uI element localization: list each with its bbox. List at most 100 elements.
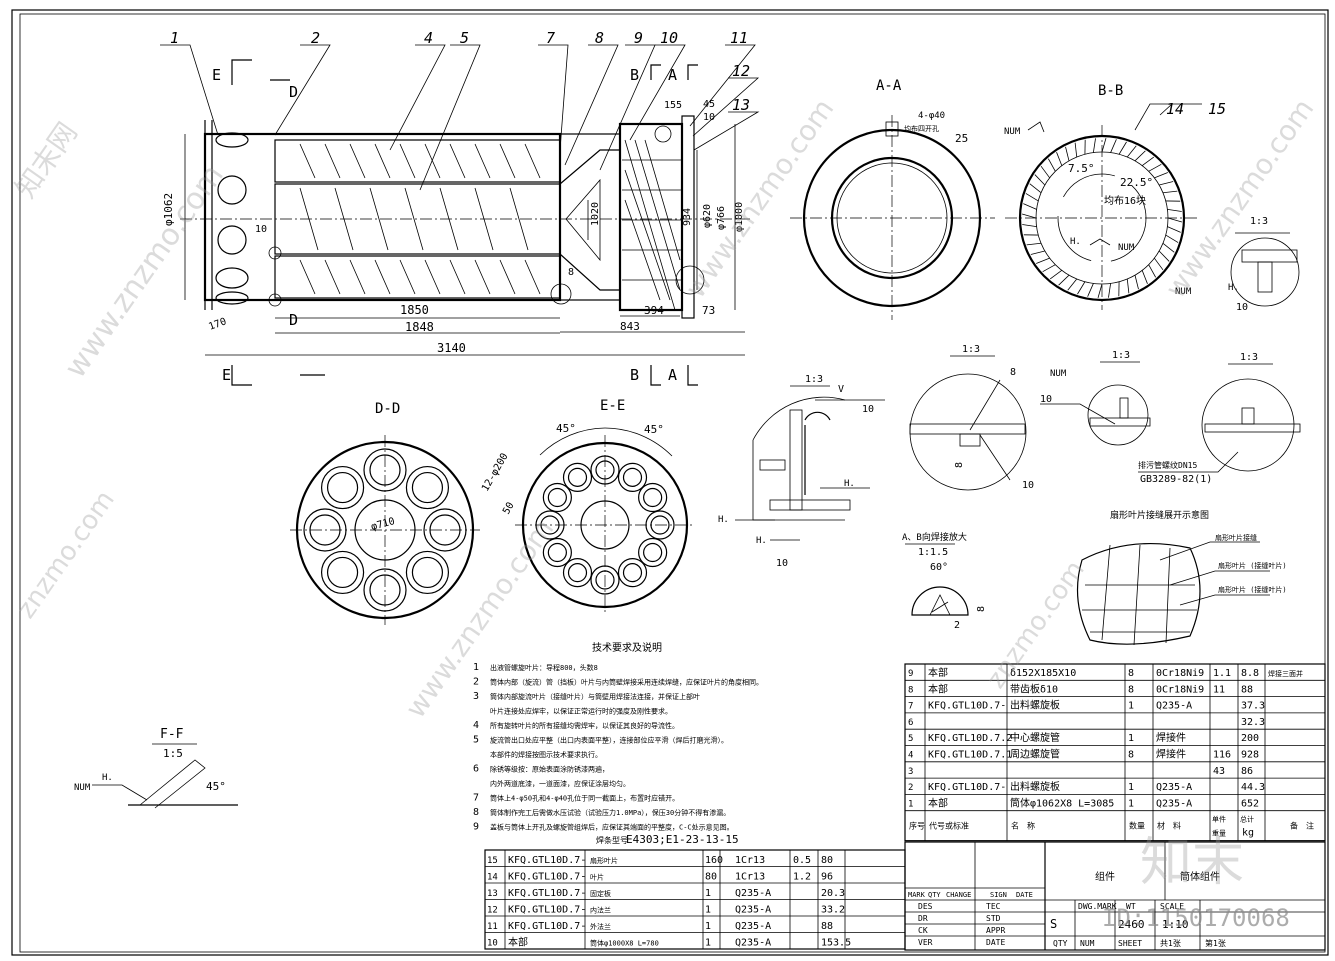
bom-upper-cell-w2: 44.3 <box>1241 782 1265 793</box>
ee-angle-45b: 45° <box>644 423 664 436</box>
tb-date: DATE <box>1016 891 1033 899</box>
bom-upper-cell-qty: 1 <box>1128 733 1134 744</box>
tb-qty: QTY <box>928 891 941 899</box>
bom-upper-cell-w2: 928 <box>1241 750 1259 761</box>
detail-weld-circle-1: 1:3 8 NUM 8 10 <box>909 344 1067 491</box>
dd-tube-inner <box>326 471 359 504</box>
fan-note: 扇形叶片接缝展开示意图 <box>1110 509 1209 521</box>
balloon-5: 5 <box>460 29 469 47</box>
tech-item-num: 7 <box>473 793 479 804</box>
balloon-8: 8 <box>595 29 604 47</box>
section-mark-b-bottom: B <box>630 366 639 384</box>
bb-vane <box>1042 264 1056 273</box>
bom-upper-cell-w2: 652 <box>1241 798 1259 809</box>
ee-hole <box>617 462 648 492</box>
bom-upper-cell-mat: Q235-A <box>1156 798 1192 809</box>
dc1-num: NUM <box>1050 369 1067 379</box>
bb-vane <box>1021 213 1037 219</box>
dim-620: φ620 <box>702 204 713 228</box>
bb-vane <box>1087 283 1094 297</box>
bom-upper-cell-w1: 116 <box>1213 750 1231 761</box>
dc2-dim-10: 10 <box>1040 394 1052 405</box>
bom-upper-cell-mat: Q235-A <box>1156 782 1192 793</box>
tech-item-text: 盖板与筒体上开孔及螺旋管组焊后，应保证其端面的平整度，C-C处示意见图。 <box>490 823 734 832</box>
dl-weld-v: V <box>838 384 844 395</box>
title-ee: E-E <box>600 398 625 414</box>
section-mark-d-bottom: D <box>289 311 298 329</box>
bom-lower-cell-mat: Q235-A <box>735 888 771 899</box>
dim-1000: φ1000 <box>734 202 745 232</box>
tech-item-text: 旋流管出口处应平整（出口内表面平整），连接部位应平滑（焊后打磨光滑）。 <box>490 736 728 745</box>
bom-upper-head-qty: 数量 <box>1129 821 1145 831</box>
dc1-dim-8: 8 <box>1010 367 1016 378</box>
ee-hole <box>562 558 593 588</box>
dim-8: 8 <box>568 267 574 278</box>
ee-holes-dim: 12-φ200 <box>480 451 511 493</box>
ee-angle-45a: 45° <box>556 422 576 435</box>
tb-dwg: DWG.MARK <box>1078 902 1117 911</box>
dl-weld-h2: H. <box>718 515 729 525</box>
title-dd: D-D <box>375 401 400 417</box>
tb-s: S <box>1050 917 1057 931</box>
bom-lower-cell-w1: 0.5 <box>793 855 811 866</box>
bom-lower-cell-w2: 20.3 <box>821 888 845 899</box>
bom-upper-cell-no: 9 <box>908 669 913 679</box>
tb-change: CHANGE <box>946 891 971 899</box>
balloon-leaders <box>160 44 760 191</box>
helical-blades <box>299 143 541 295</box>
bb-vane <box>1040 165 1050 179</box>
sheet-inner-border <box>19 13 1326 953</box>
bom-upper-cell-w1: 11 <box>1213 684 1225 695</box>
bom-lower-cell-code: KFQ.GTL10D.7- <box>508 872 586 883</box>
bom-lower-cell-no: 13 <box>487 889 498 899</box>
fan-label-1: 扇形叶片接缝 <box>1215 533 1257 542</box>
bom-upper-cell-name: 周边螺旋管 <box>1010 748 1060 761</box>
tech-item-text: 内外两道底漆，一道面漆，应保证涂层均匀。 <box>490 779 630 788</box>
tb-role-ver: VER <box>918 938 933 947</box>
dd-tube-inner <box>411 471 444 504</box>
dd-tube-circle <box>405 550 450 595</box>
bom-upper-cell-w1: 43 <box>1213 766 1225 777</box>
balloon-1: 1 <box>170 29 179 47</box>
bb-vane <box>1056 152 1063 166</box>
bb-vane <box>1167 217 1183 223</box>
bom-lower-cell-no: 14 <box>487 873 498 883</box>
fan-label-3: 扇形叶片 (接缝叶片) <box>1218 585 1287 594</box>
bb-vane <box>1162 242 1175 253</box>
bb-vane <box>1097 283 1103 299</box>
dim-10b: 10 <box>703 112 715 123</box>
bb-weld-num2: NUM <box>1118 243 1135 253</box>
section-mark-b-top: B <box>630 66 639 84</box>
dim-843: 843 <box>620 320 640 333</box>
bom-upper-cell-w2: 88 <box>1241 684 1253 695</box>
balloon-4: 4 <box>424 29 433 47</box>
bom-lower-cell-name: 扇形叶片 <box>590 856 618 865</box>
dd-tube-circle <box>405 465 450 510</box>
dd-dim-710: φ710 <box>370 516 396 533</box>
balloon-10: 10 <box>660 29 678 47</box>
dim-1850: 1850 <box>400 303 429 317</box>
bom-upper-cell-name: 中心螺旋管 <box>1010 731 1060 744</box>
bom-upper-cell-qty: 1 <box>1128 798 1134 809</box>
bom-lower-cell-mat: Q235-A <box>735 905 771 916</box>
bb-vane <box>1141 270 1148 284</box>
bom-lower-cell-code: 本部 <box>508 936 528 949</box>
detail-scale-e: 1:3 <box>1240 352 1258 363</box>
drain-gb: GB3289-82(1) <box>1140 474 1212 485</box>
section-ff-view: F-F 1:5 45° NUM H. <box>74 727 238 809</box>
bom-upper-cell-no: 3 <box>908 767 913 777</box>
bom-upper-cell-code: KFQ.GTL10D.7.1 <box>928 750 1012 761</box>
detail-dim-10: 10 <box>1236 302 1248 313</box>
bom-lower-cell-name: 筒体φ1000X8 L=780 <box>590 939 659 948</box>
title-block: 组件 筒体组件 MARK QTY CHANGE SIGN DATE DES DR… <box>904 841 1326 951</box>
ab-dim-60: 60° <box>930 562 948 573</box>
tb-wt: WT <box>1126 902 1136 911</box>
electrode-value: E4303;E1-23-13-15 <box>626 833 739 846</box>
tb-assembly: 组件 <box>1095 870 1115 883</box>
bom-lower-cell-qty: 160 <box>705 855 723 866</box>
bom-upper-head-w2: 总计 <box>1240 815 1254 824</box>
bb-vane <box>1025 193 1039 202</box>
bb-weld-num: NUM <box>1004 127 1021 137</box>
bb-vane <box>1065 146 1070 161</box>
